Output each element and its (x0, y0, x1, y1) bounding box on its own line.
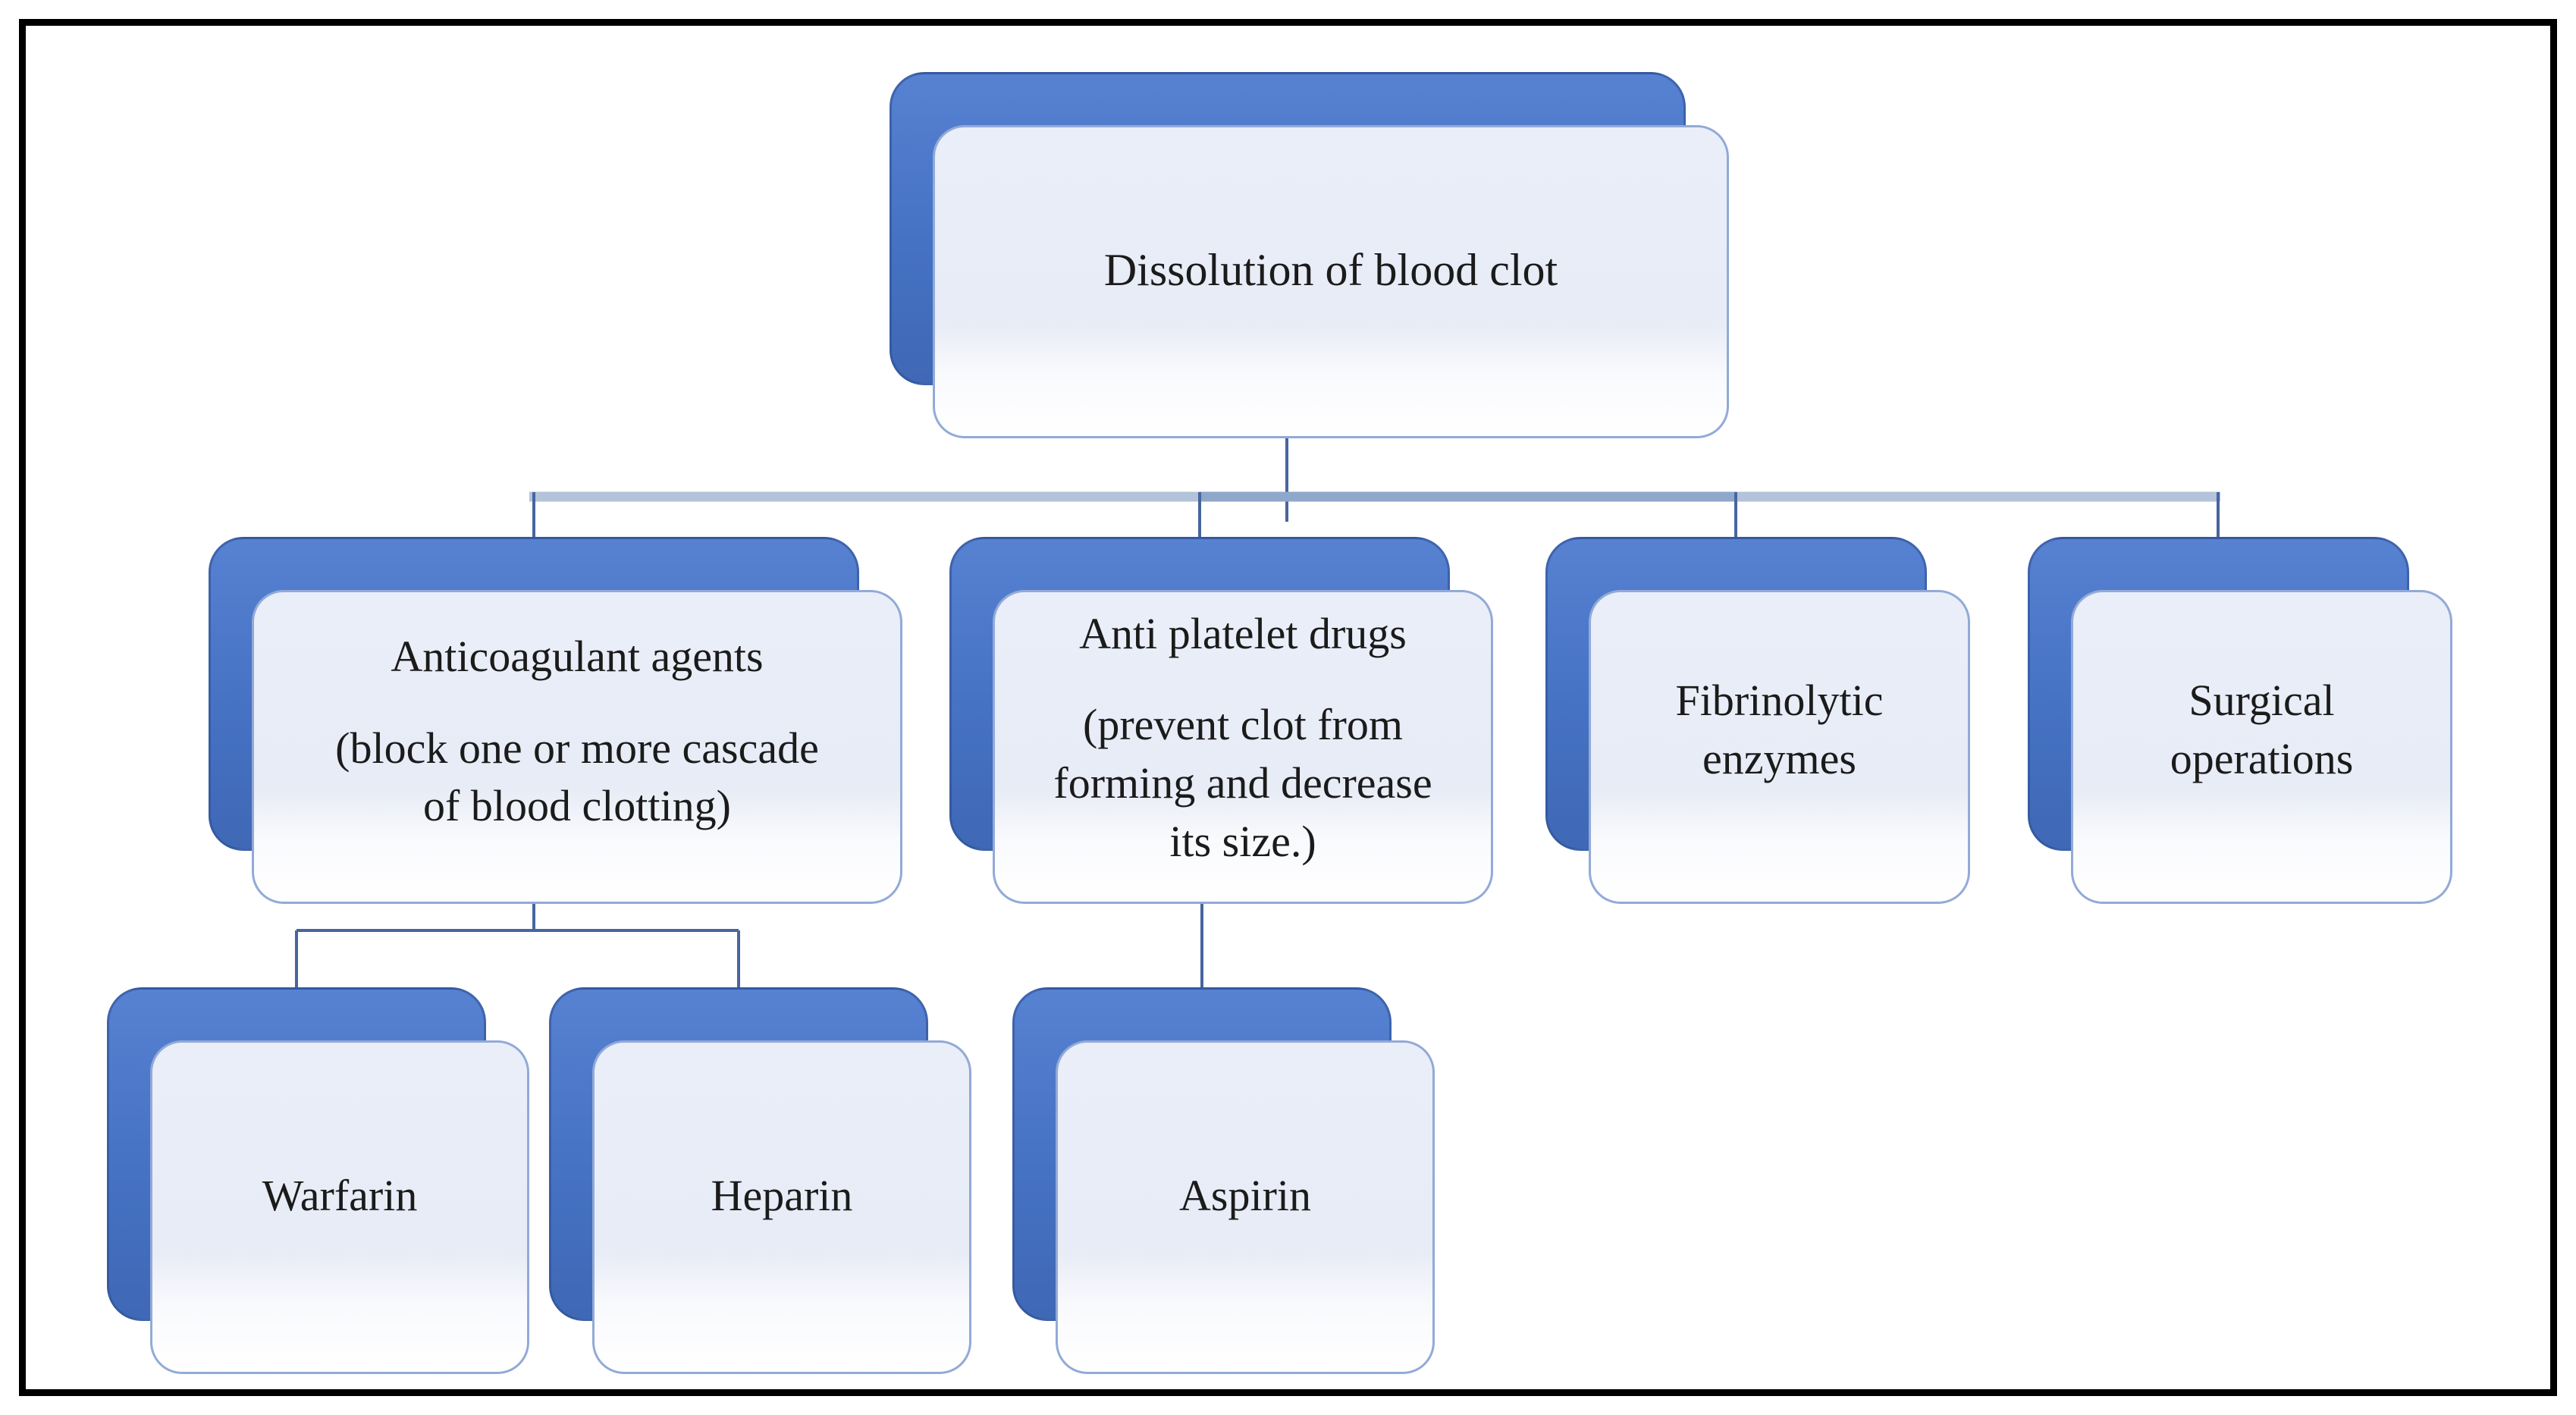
node-antiplatelet-subtitle: (prevent clot from forming and decrease … (1053, 700, 1432, 866)
node-antiplatelet-card: Anti platelet drugs (prevent clot from f… (993, 590, 1493, 904)
node-fibrinolytic-card: Fibrinolytic enzymes (1589, 590, 1970, 904)
node-anticoagulant-title: Anticoagulant agents (391, 632, 764, 682)
node-warfarin-label: Warfarin (262, 1170, 418, 1220)
node-surgical-card: Surgical operations (2071, 590, 2452, 904)
node-aspirin-label: Aspirin (1179, 1170, 1311, 1220)
node-anticoagulant-subtitle: (block one or more cascade of blood clot… (335, 723, 819, 831)
node-heparin-label: Heparin (711, 1170, 853, 1220)
node-anticoagulant-card: Anticoagulant agents (block one or more … (252, 590, 902, 904)
node-root-card: Dissolution of blood clot (933, 125, 1729, 438)
node-heparin-card: Heparin (592, 1040, 971, 1374)
node-surgical-title: Surgical operations (2170, 676, 2354, 783)
node-aspirin-card: Aspirin (1056, 1040, 1435, 1374)
node-root-label: Dissolution of blood clot (1103, 244, 1558, 295)
node-antiplatelet-title: Anti platelet drugs (1079, 608, 1407, 658)
node-warfarin-card: Warfarin (150, 1040, 529, 1374)
node-fibrinolytic-title: Fibrinolytic enzymes (1675, 676, 1884, 783)
